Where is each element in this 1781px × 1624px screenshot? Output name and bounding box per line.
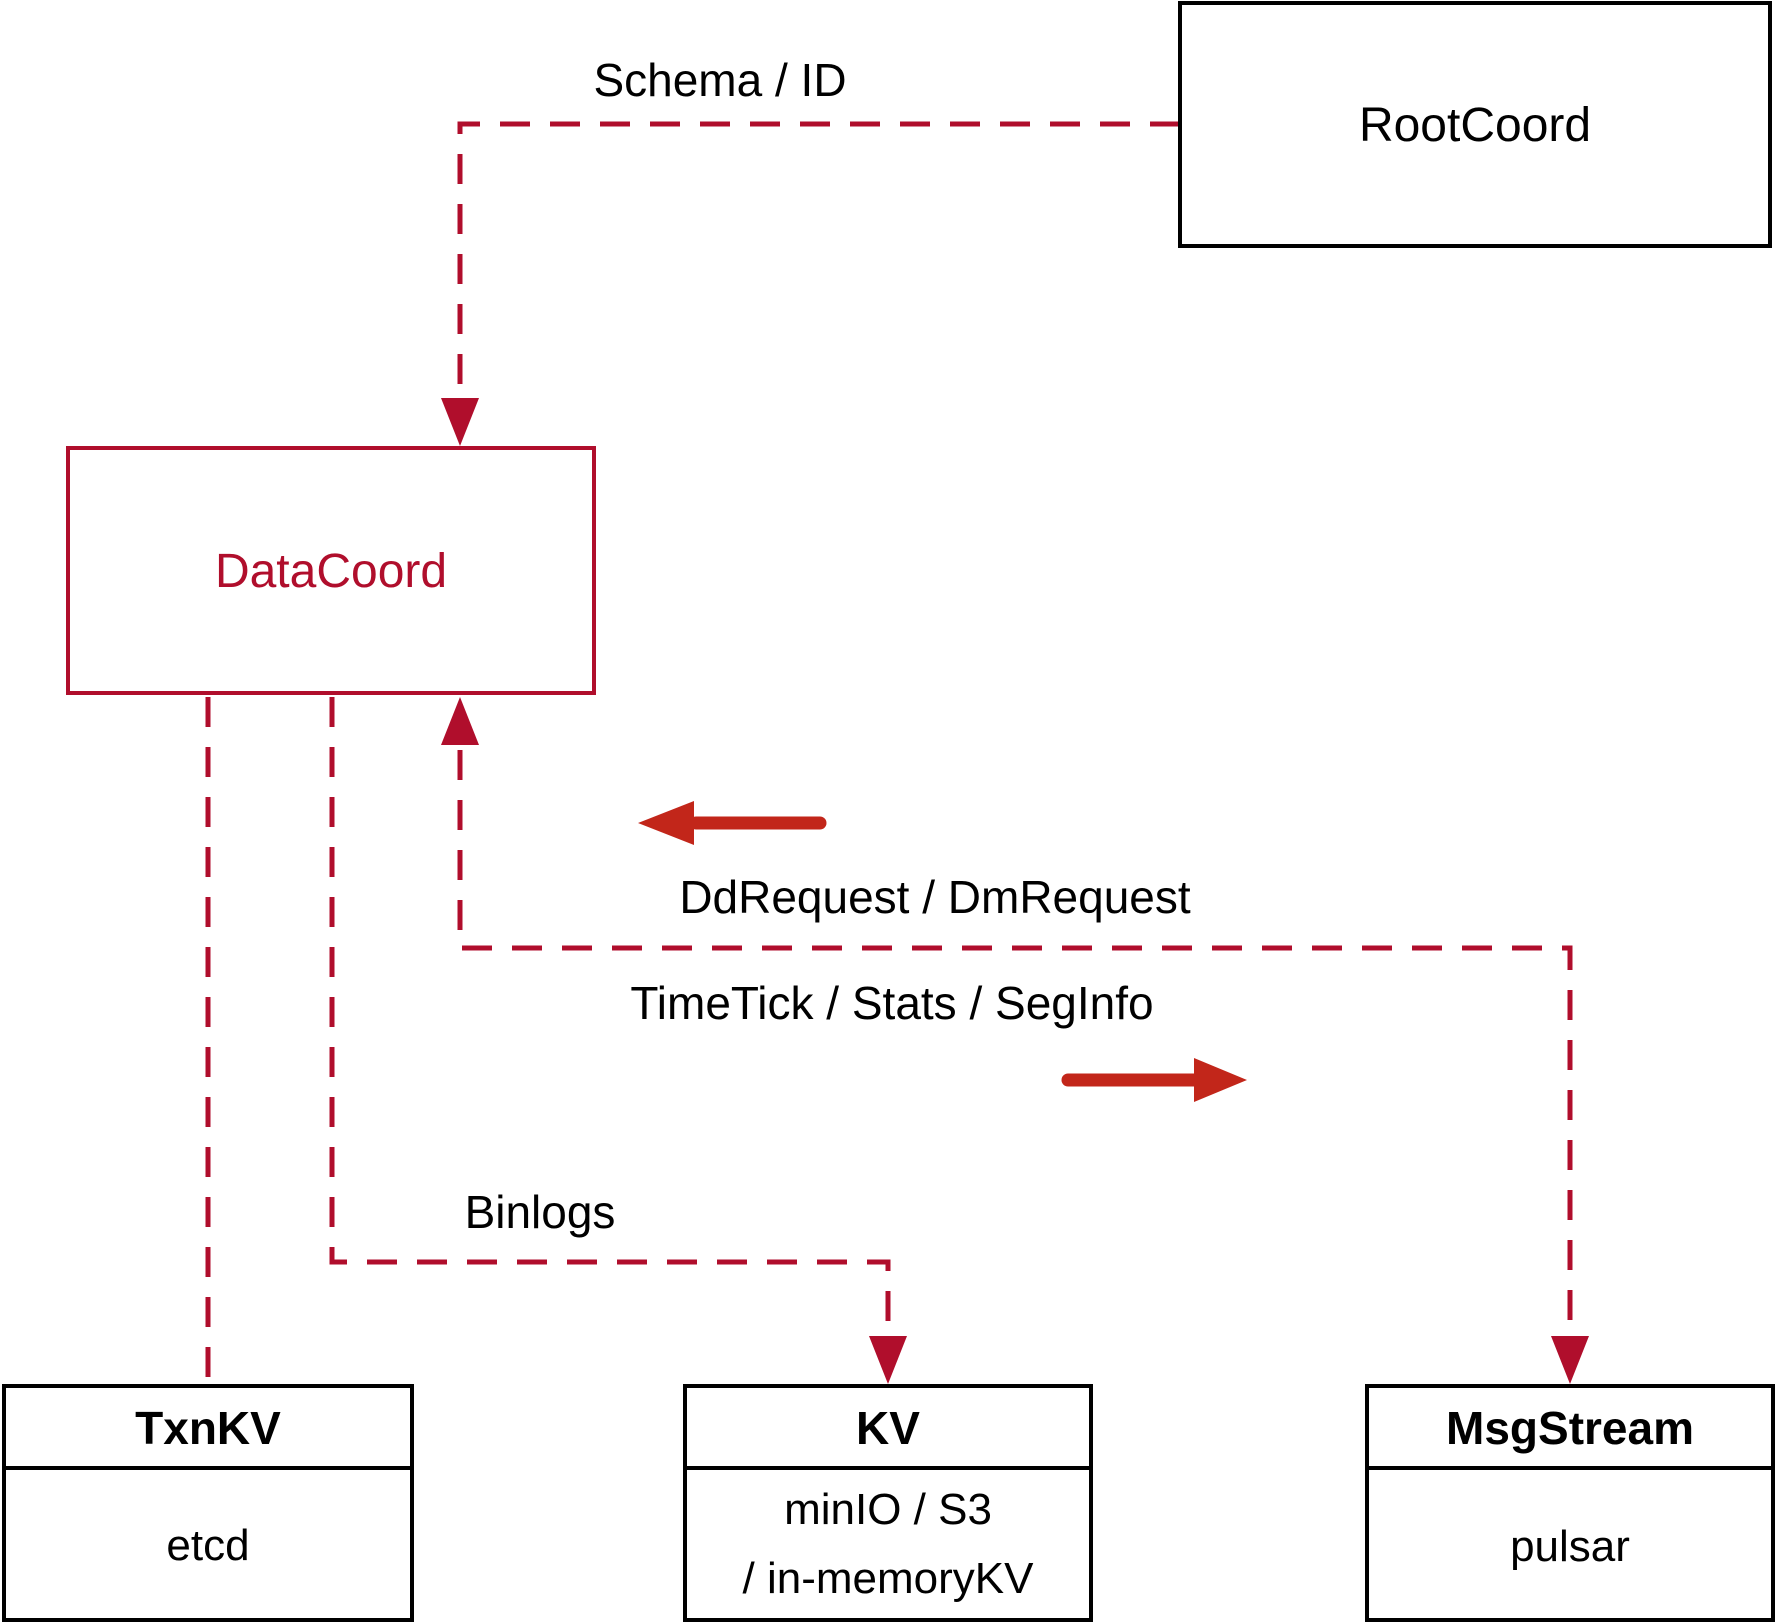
edge-binlogs-arrowhead-down-icon — [869, 1336, 907, 1384]
node-kv-content-line1: minIO / S3 — [784, 1485, 992, 1534]
edge-msgstream-arrowhead-down-icon — [1551, 1336, 1589, 1384]
node-txnkv-content: etcd — [166, 1521, 249, 1570]
edge-schema-id-line — [457, 121, 1180, 392]
edge-label-schema-id: Schema / ID — [593, 54, 846, 106]
node-msgstream-title: MsgStream — [1446, 1402, 1694, 1454]
edge-binlogs-line — [329, 697, 891, 1330]
edge-label-timetick: TimeTick / Stats / SegInfo — [630, 977, 1153, 1029]
edge-label-ddrequest: DdRequest / DmRequest — [679, 871, 1191, 923]
node-datacoord-label: DataCoord — [215, 545, 447, 598]
node-rootcoord-label: RootCoord — [1359, 99, 1591, 152]
node-msgstream-content: pulsar — [1510, 1522, 1630, 1571]
node-txnkv-box — [2, 1384, 414, 1622]
node-txnkv-title: TxnKV — [135, 1402, 281, 1454]
edge-label-binlogs: Binlogs — [465, 1186, 616, 1238]
edge-msgstream-arrowhead-up-icon — [441, 697, 479, 745]
node-kv-title: KV — [856, 1402, 920, 1454]
node-kv-content-line2: / in-memoryKV — [743, 1554, 1035, 1603]
right-direction-arrow-icon — [1194, 1058, 1247, 1102]
node-kv-box — [683, 1384, 1093, 1622]
left-direction-arrow-icon — [638, 801, 694, 845]
edge-schema-id-arrowhead-down-icon — [441, 398, 479, 446]
node-rootcoord-box — [1178, 1, 1772, 248]
node-msgstream-box — [1365, 1384, 1775, 1622]
node-datacoord-box — [66, 446, 596, 695]
edge-msgstream-line — [457, 750, 1573, 1330]
